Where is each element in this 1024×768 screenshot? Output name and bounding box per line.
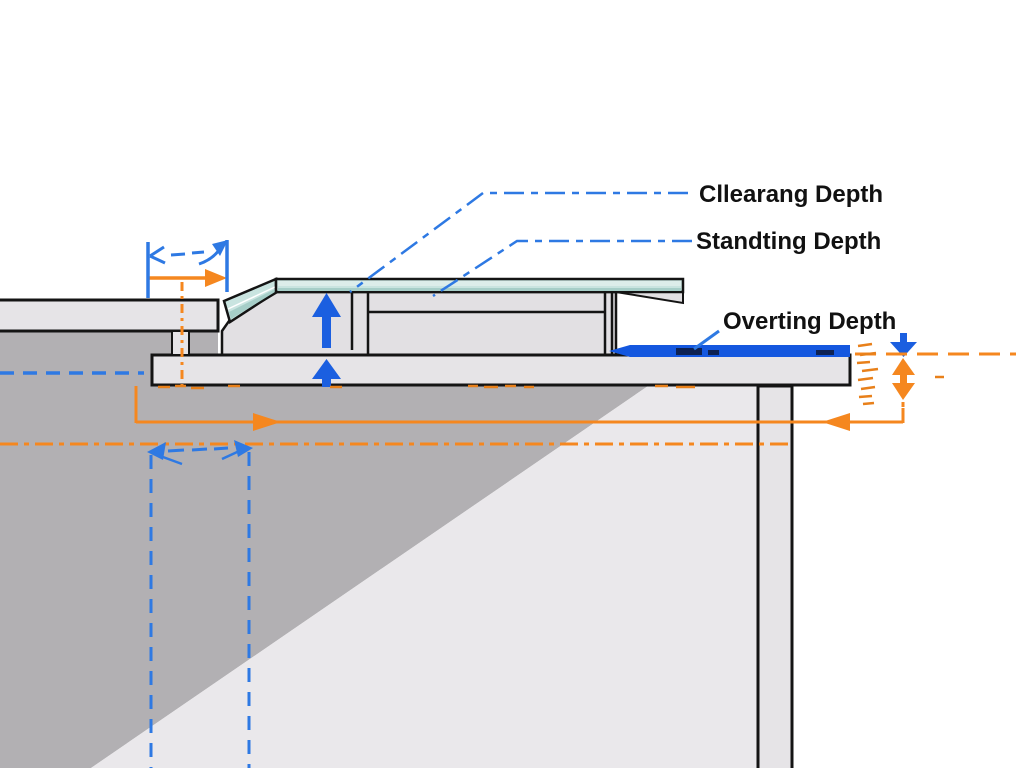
teal-platform <box>274 277 685 294</box>
thickness-double-arrow <box>892 358 915 423</box>
label-overhang-depth: Overting Depth <box>723 308 897 335</box>
overhang-down-arrow <box>890 333 917 357</box>
desktop-surface <box>150 353 852 387</box>
leader-overhang-depth <box>693 329 720 351</box>
orange-dimension-lines <box>0 269 1016 446</box>
blue-dimension-lines <box>0 240 253 768</box>
leader-standing-depth <box>432 239 692 298</box>
under-desk-body <box>0 331 758 768</box>
overhang-depth-band <box>609 345 850 357</box>
label-standing-depth: Standting Depth <box>696 228 882 255</box>
orange-scratch-marks <box>158 342 944 406</box>
desk-leg <box>756 384 794 768</box>
leader-clearance-depth <box>349 191 688 294</box>
label-leader-lines <box>349 191 720 351</box>
monitor-riser-body <box>220 290 684 357</box>
label-clearance-depth: Cllearang Depth <box>699 181 884 208</box>
height-up-arrows <box>312 293 341 387</box>
left-return-surface <box>0 298 220 333</box>
